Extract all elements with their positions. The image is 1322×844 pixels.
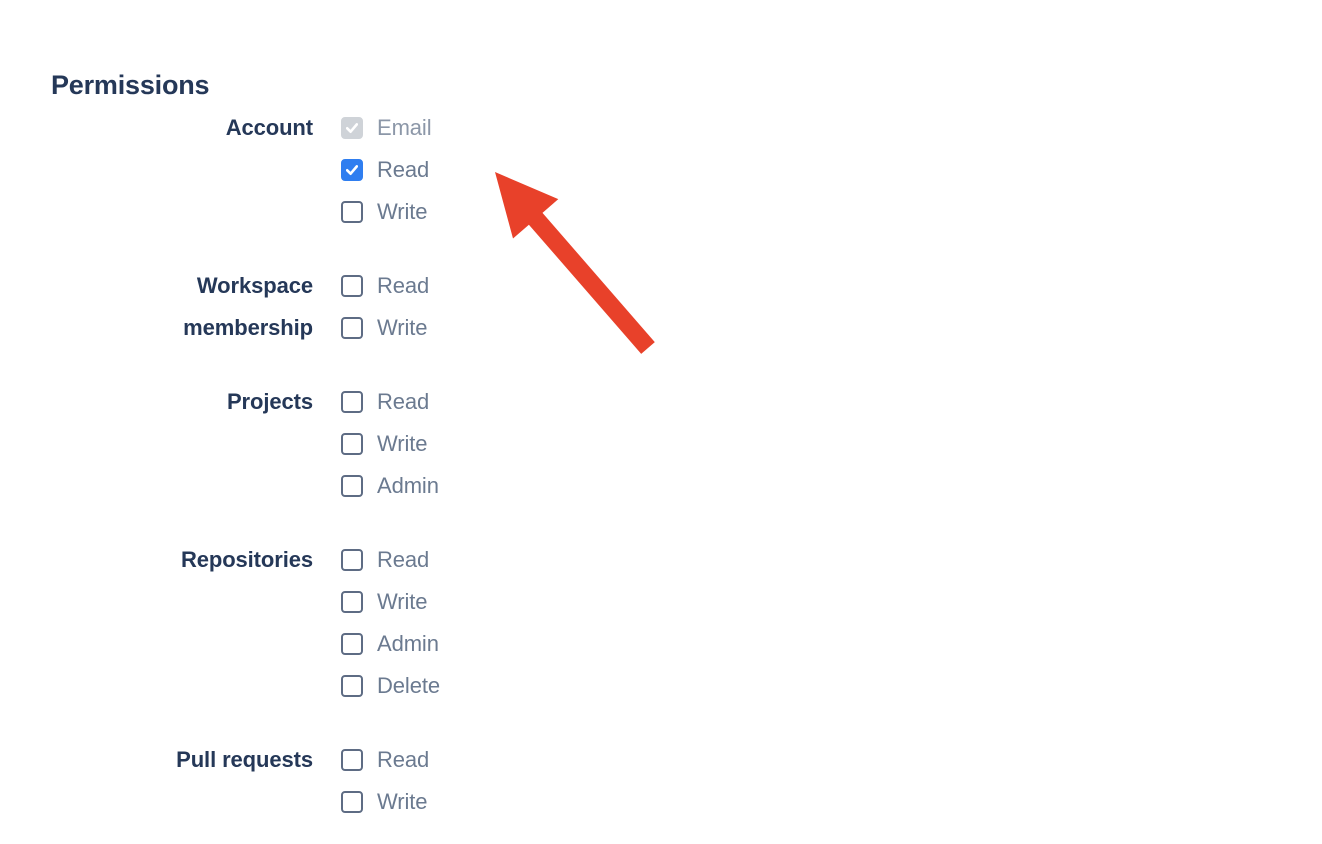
permission-group-runners: RunnersReadWrite	[600, 645, 1300, 729]
checkbox-write[interactable]	[341, 317, 363, 339]
permission-group-label: Projects	[226, 389, 313, 414]
checkbox-read[interactable]	[341, 549, 363, 571]
checkbox-delete[interactable]	[341, 675, 363, 697]
checkbox-write[interactable]	[341, 201, 363, 223]
permission-group-label: Webhooks	[600, 413, 1322, 455]
permission-group-label: Pull requests	[176, 747, 313, 772]
checkbox-label: Email	[377, 115, 432, 140]
checkbox-row: Email	[341, 107, 660, 149]
checkbox-admin[interactable]	[341, 475, 363, 497]
checkbox-row[interactable]: Admin	[341, 465, 660, 507]
checkbox-read[interactable]	[341, 275, 363, 297]
checkbox-label: Write	[377, 199, 428, 224]
permission-group-label: Issues	[600, 107, 1322, 149]
check-icon	[346, 123, 358, 133]
checkbox-label: Read	[377, 747, 430, 772]
checkbox-row[interactable]: Write	[341, 307, 660, 349]
checkbox-label: Read	[377, 547, 430, 572]
permission-group-label: Wikis	[600, 223, 1322, 265]
permission-group-issues: IssuesReadWrite	[600, 107, 1300, 191]
checkbox-admin[interactable]	[341, 633, 363, 655]
checkbox-write[interactable]	[341, 433, 363, 455]
permission-group-label: Workspace membership	[183, 273, 313, 340]
permission-group-label: Pipelines	[600, 487, 1322, 529]
checkbox-label: Write	[377, 431, 428, 456]
permission-group-label: Account	[225, 115, 313, 140]
checkbox-row[interactable]: Write	[341, 191, 660, 233]
checkbox-row[interactable]: Delete	[341, 665, 660, 707]
checkbox-label: Read	[377, 157, 430, 182]
permissions-column-right: IssuesReadWriteWikisRead and writeSnippe…	[600, 107, 1300, 729]
checkbox-label: Admin	[377, 473, 439, 498]
checkbox-row[interactable]: Read	[341, 381, 660, 423]
checkbox-label: Read	[377, 273, 430, 298]
checkbox-read[interactable]	[341, 159, 363, 181]
permission-group-snippets: SnippetsReadWrite	[600, 297, 1300, 381]
check-icon	[346, 165, 358, 175]
checkbox-label: Read	[377, 389, 430, 414]
checkbox-write[interactable]	[341, 591, 363, 613]
checkbox-label: Delete	[377, 673, 440, 698]
permission-group-webhooks: WebhooksRead and write	[600, 413, 1300, 455]
checkbox-row[interactable]: Write	[341, 423, 660, 465]
checkbox-row[interactable]: Write	[341, 781, 660, 823]
checkbox-row[interactable]: Read	[341, 149, 660, 191]
checkbox-row[interactable]: Read	[341, 539, 660, 581]
checkbox-label: Write	[377, 315, 428, 340]
permission-group-label: Runners	[600, 645, 1322, 687]
checkbox-label: Write	[377, 789, 428, 814]
checkbox-label: Admin	[377, 631, 439, 656]
page-title: Permissions	[51, 70, 210, 101]
checkbox-read[interactable]	[341, 749, 363, 771]
checkbox-label: Write	[377, 589, 428, 614]
checkbox-row[interactable]: Admin	[341, 623, 660, 665]
checkbox-email	[341, 117, 363, 139]
checkbox-write[interactable]	[341, 791, 363, 813]
permission-group-label: Repositories	[180, 547, 313, 572]
checkbox-read[interactable]	[341, 391, 363, 413]
checkbox-row[interactable]: Read	[341, 265, 660, 307]
checkbox-row[interactable]: Write	[341, 581, 660, 623]
permission-group-pipelines: PipelinesReadWriteEdit variables	[600, 487, 1300, 613]
permission-group-wikis: WikisRead and write	[600, 223, 1300, 265]
checkbox-row[interactable]: Read	[341, 739, 660, 781]
permission-group-label: Snippets	[600, 297, 1322, 339]
